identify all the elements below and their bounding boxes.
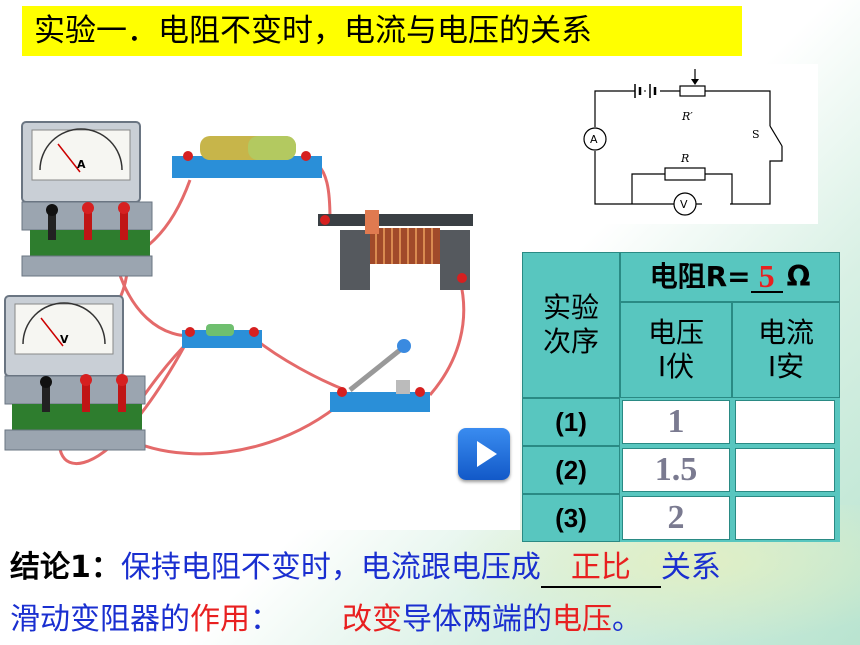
current-column-header: 电流I安 — [732, 302, 840, 398]
resistor-label: R — [680, 152, 689, 165]
row-header-cell: 实验次序 — [522, 252, 620, 398]
circuit-voltmeter-label: V — [680, 198, 688, 211]
rheostat-label: R′ — [681, 110, 693, 123]
voltage-value-1: 1 — [622, 400, 730, 444]
play-button[interactable] — [458, 428, 510, 480]
conclusion-line: 结论1：保持电阻不变时，电流跟电压成正比关系 — [10, 542, 860, 592]
note-voltage: 电压 — [552, 602, 612, 637]
row-label-2: (2) — [522, 446, 620, 494]
slide-title: 实验一．电阻不变时，电流与电压的关系 — [22, 6, 742, 56]
battery-device — [172, 136, 322, 178]
row-label-3: (3) — [522, 494, 620, 542]
current-input-3[interactable] — [735, 496, 835, 540]
circuit-schematic: R′ S A R V — [560, 64, 818, 224]
resistance-label: 电阻R= — [649, 260, 751, 293]
note-prefix: 滑动变阻器的 — [10, 602, 190, 637]
current-column-label: 电流I安 — [757, 316, 814, 383]
note-colon: ： — [250, 602, 280, 637]
current-input-1[interactable] — [735, 400, 835, 444]
ammeter-letter: A — [77, 158, 86, 171]
voltage-column-header: 电压I伏 — [620, 302, 732, 398]
data-table: 实验次序 电阻R= 5 Ω 电压I伏 电流I安 (1) 1 (2) 1.5 (3… — [522, 252, 840, 542]
resistance-unit: Ω — [786, 260, 811, 293]
conclusion-label: 结论1： — [10, 550, 121, 585]
row-label-1: (1) — [522, 398, 620, 446]
circuit-ammeter-label: A — [590, 133, 598, 146]
note-change: 改变 — [342, 602, 402, 637]
resistance-value: 5 — [750, 260, 783, 293]
ammeter-device: A — [21, 121, 153, 277]
rheostat-note-line: 滑动变阻器的作用： 改变导体两端的电压。 — [10, 594, 860, 644]
note-keyword: 作用 — [190, 602, 250, 637]
rheostat-device — [318, 210, 473, 290]
conclusion-answer: 正比 — [540, 542, 661, 588]
voltmeter-device: V — [4, 295, 146, 451]
voltage-value-3: 2 — [622, 496, 730, 540]
switch-label: S — [752, 128, 760, 141]
switch-device — [330, 339, 430, 412]
note-middle: 导体两端的 — [402, 602, 552, 637]
resistance-header: 电阻R= 5 Ω — [620, 252, 840, 302]
conclusion-text: 保持电阻不变时，电流跟电压成 — [120, 550, 541, 585]
apparatus-illustration: A V — [0, 60, 520, 530]
voltage-value-2: 1.5 — [622, 448, 730, 492]
voltage-column-label: 电压I伏 — [647, 316, 704, 383]
note-end: 。 — [612, 602, 642, 637]
current-input-2[interactable] — [735, 448, 835, 492]
voltmeter-letter: V — [60, 333, 69, 346]
conclusion-suffix: 关系 — [660, 550, 721, 585]
resistor-device — [182, 324, 262, 348]
row-header: 实验次序 — [542, 291, 599, 358]
